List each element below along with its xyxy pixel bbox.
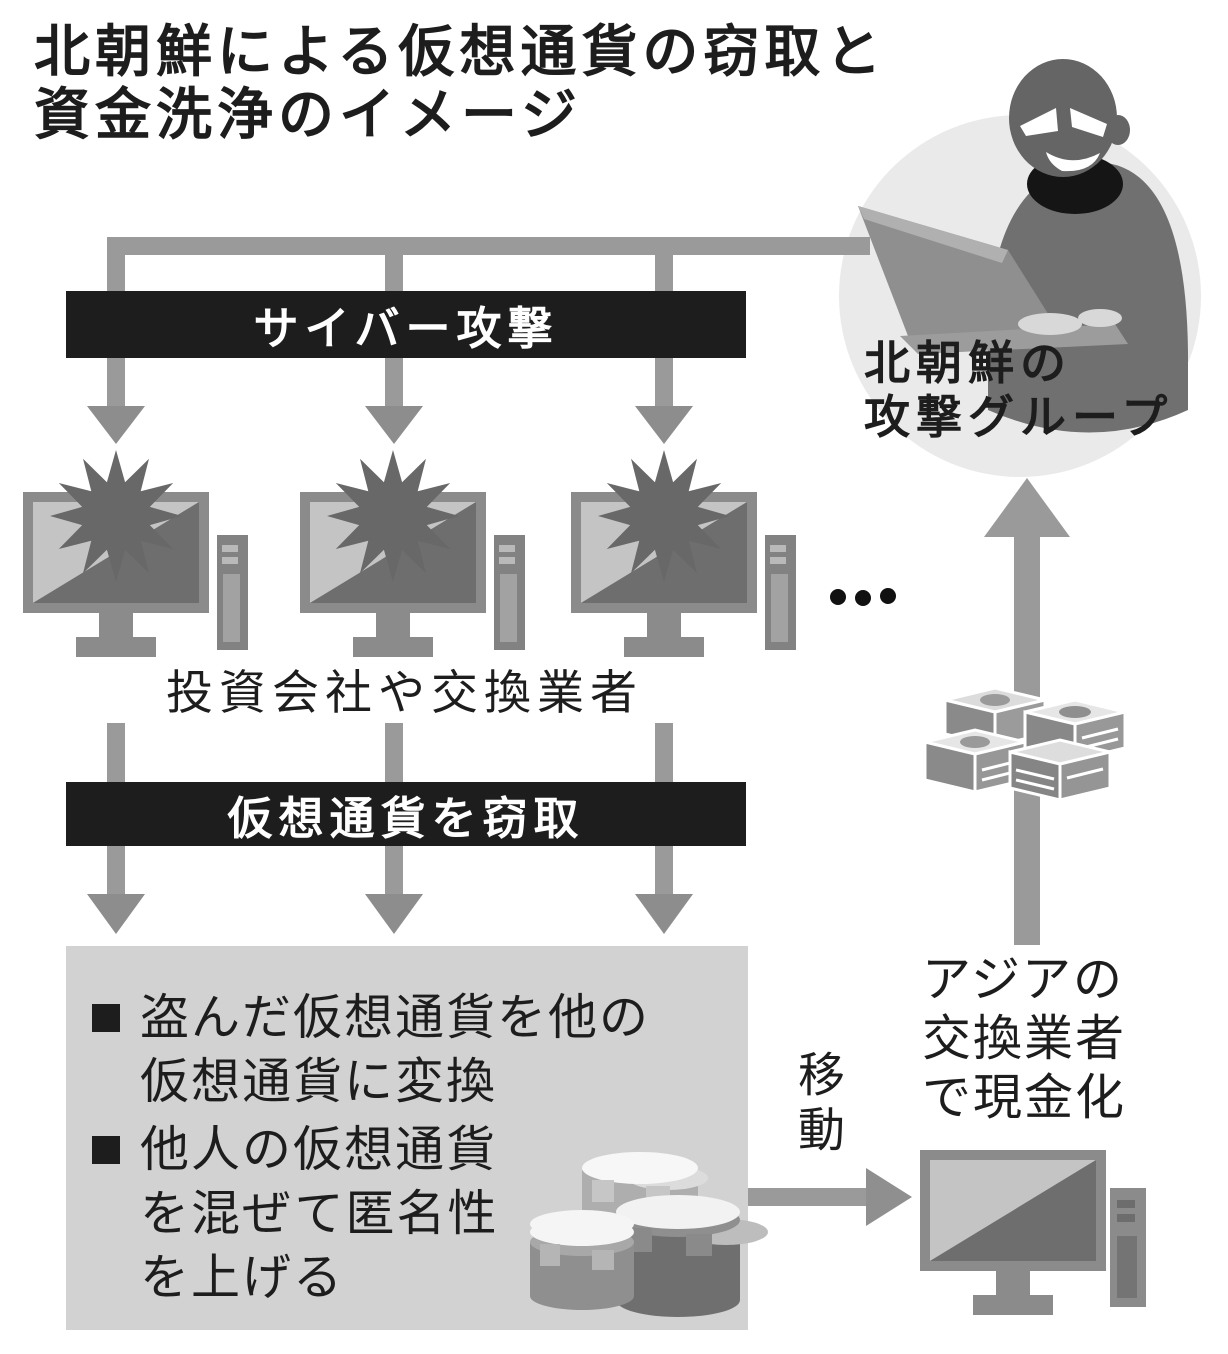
computer-victim-1 [23,450,248,657]
coin-stack [616,1195,768,1317]
tower-icon [1110,1188,1146,1307]
bullet-square [92,1136,120,1164]
cashout-line: 交換業者 [922,1010,1127,1067]
hacker-head [1009,59,1117,177]
top-horizontal-line [107,237,870,255]
bullet-line: を上げる [140,1249,345,1306]
cashout-line: アジアの [922,951,1125,1008]
cashout-line: で現金化 [922,1069,1127,1126]
down-arrow-icon [87,406,145,444]
attacker-label-line: 攻撃グループ [864,390,1174,445]
money-bundle [943,686,1047,748]
hacker-hand [1078,309,1122,327]
bullet-line: 他人の仮想通貨 [140,1121,498,1178]
cyber-attack-banner-label: サイバー攻撃 [253,302,559,355]
hacker-smirk [1046,152,1100,172]
ellipsis-dots [830,588,896,606]
bullet-line: を混ぜて匿名性 [140,1185,499,1242]
title-line: 資金洗浄のイメージ [34,82,582,148]
laptop-icon [858,206,1062,336]
right-arrow-icon [866,1168,912,1226]
laundering-bullet-2: 他人の仮想通貨 を混ぜて匿名性 を上げる [140,1118,498,1310]
up-arrow-icon [984,478,1070,537]
computer-icon [920,1150,1106,1315]
steal-crypto-banner-label: 仮想通貨を窃取 [227,791,585,845]
victims-label: 投資会社や交換業者 [166,666,643,721]
title-line: 北朝鮮による仮想通貨の窃取と [34,20,887,85]
page-title: 北朝鮮による仮想通貨の窃取と 資金洗浄のイメージ [34,20,887,148]
steal-crypto-banner: 仮想通貨を窃取 [66,782,746,846]
move-label: 移動 [789,1050,844,1160]
laptop-edge-highlight [858,206,1008,263]
money-bundles-icon [923,686,1127,802]
down-arrow-icon [365,894,423,934]
hacker-body [987,162,1188,433]
down-arrow-icon [365,406,423,444]
hacker-hand [1018,313,1082,335]
hacker-eye-right [1070,108,1107,137]
down-arrow-icon [87,894,145,934]
exchange-computer [920,1150,1146,1315]
down-arrow-icon [635,894,693,934]
bullet-line: 仮想通貨に変換 [140,1053,498,1110]
cashout-label: アジアの 交換業者 で現金化 [922,950,1126,1127]
computer-victim-2 [300,450,525,657]
tower-icon [765,535,796,650]
down-arrow-icon [635,406,693,444]
coin-stacks-icon [530,1152,768,1317]
hacker-icon [858,59,1188,433]
hacker-eye-left [1020,108,1058,136]
down-arrowheads [87,406,693,934]
laundering-bullet-1: 盗んだ仮想通貨を他の 仮想通貨に変換 [140,986,650,1114]
tower-icon [217,535,248,650]
bullet-square [92,1004,120,1032]
computer-victim-3 [571,450,796,657]
attacker-group-label: 北朝鮮の 攻撃グループ [864,336,1173,445]
connector-lines [107,237,870,898]
bullet-line: 盗んだ仮想通貨を他の [140,989,651,1046]
money-bundle [1008,738,1112,802]
coin-stack [530,1210,634,1310]
cyber-attack-banner: サイバー攻撃 [66,291,746,358]
tower-icon [494,535,525,650]
attacker-label-line: 北朝鮮の [864,336,1072,390]
move-arrow [748,1168,912,1226]
